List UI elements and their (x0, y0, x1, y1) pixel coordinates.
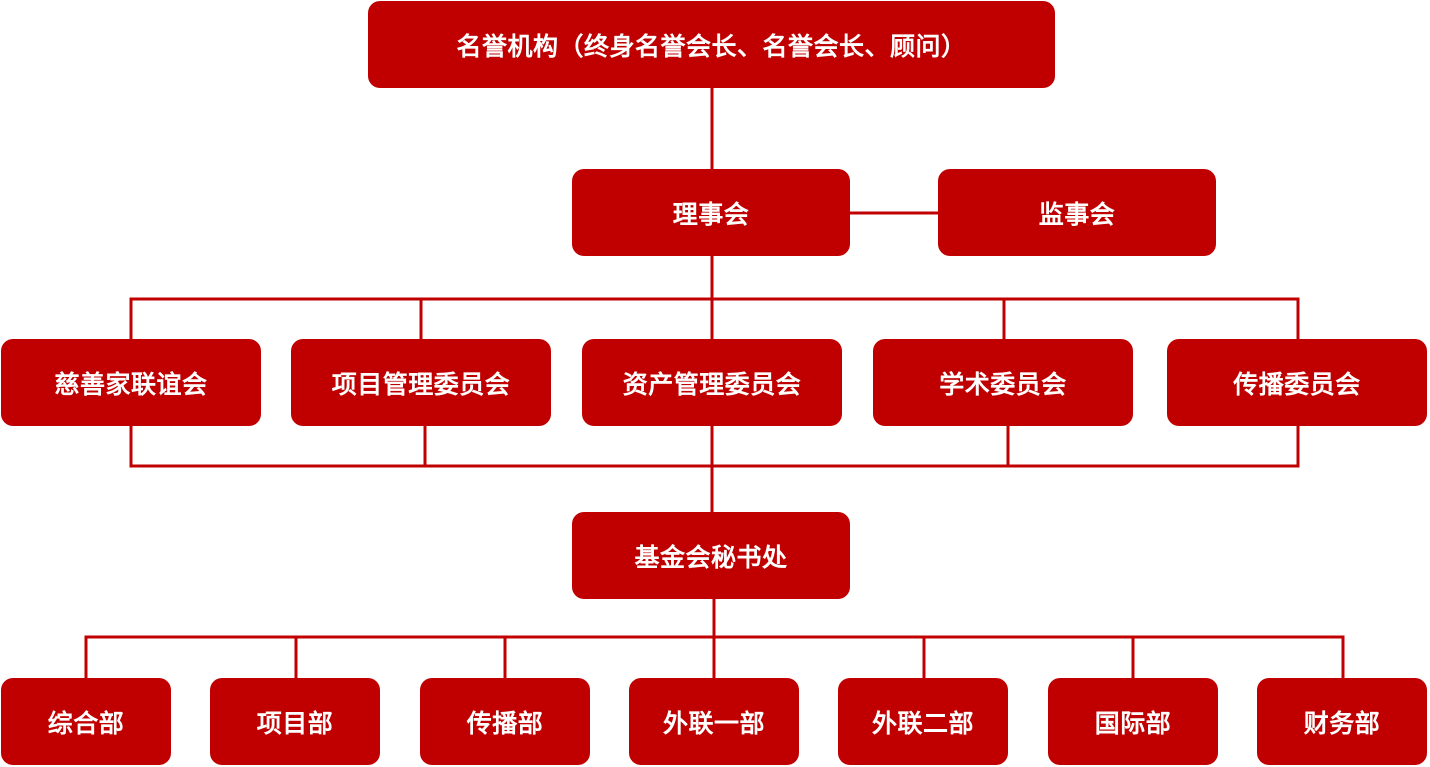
node-label: 慈善家联谊会 (54, 369, 208, 399)
node-label: 国际部 (1094, 708, 1172, 738)
node-department-general: 综合部 (1, 678, 171, 765)
node-label: 综合部 (47, 708, 125, 738)
node-label: 监事会 (1038, 199, 1116, 229)
node-council: 理事会 (572, 169, 850, 256)
node-department-project: 项目部 (210, 678, 380, 765)
node-label: 传播部 (466, 708, 544, 738)
node-department-communication: 传播部 (420, 678, 590, 765)
node-committee-communication: 传播委员会 (1167, 339, 1427, 426)
node-label: 外联一部 (662, 708, 765, 738)
node-label: 外联二部 (871, 708, 974, 738)
node-supervisory-board: 监事会 (938, 169, 1216, 256)
node-department-external-1: 外联一部 (629, 678, 799, 765)
node-committee-project-management: 项目管理委员会 (291, 339, 551, 426)
node-label: 名誉机构（终身名誉会长、名誉会长、顾问） (456, 31, 967, 61)
node-committee-academic: 学术委员会 (873, 339, 1133, 426)
node-honorary-institution: 名誉机构（终身名誉会长、名誉会长、顾问） (368, 1, 1055, 88)
node-department-international: 国际部 (1048, 678, 1218, 765)
node-committee-philanthropist-club: 慈善家联谊会 (1, 339, 261, 426)
node-department-finance: 财务部 (1257, 678, 1427, 765)
node-label: 学术委员会 (939, 369, 1067, 399)
node-label: 传播委员会 (1233, 369, 1361, 399)
node-label: 基金会秘书处 (634, 542, 788, 572)
node-secretariat: 基金会秘书处 (572, 512, 850, 599)
node-label: 项目部 (256, 708, 334, 738)
node-committee-asset-management: 资产管理委员会 (582, 339, 842, 426)
node-department-external-2: 外联二部 (838, 678, 1008, 765)
node-label: 项目管理委员会 (331, 369, 511, 399)
node-label: 财务部 (1303, 708, 1381, 738)
node-label: 资产管理委员会 (622, 369, 802, 399)
node-label: 理事会 (672, 199, 750, 229)
